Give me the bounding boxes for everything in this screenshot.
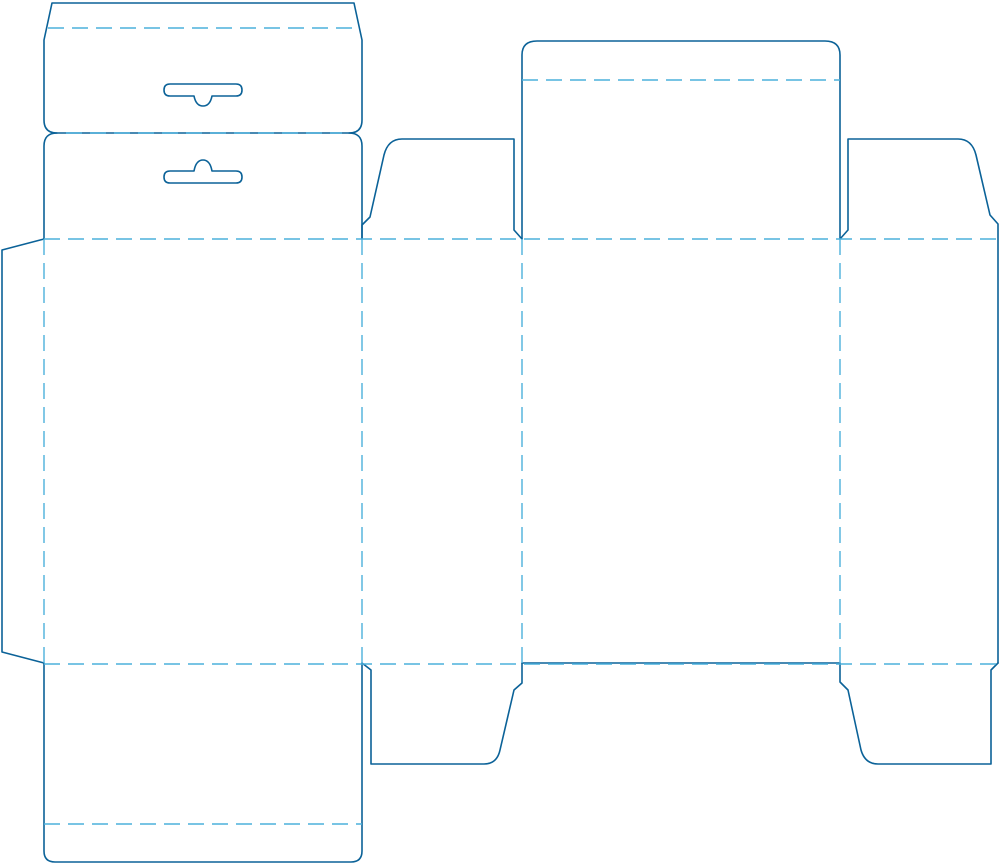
dust-flap-right-bottom bbox=[839, 662, 999, 765]
dust-flap-left-bottom bbox=[361, 662, 523, 765]
front-panel-column-outline bbox=[1, 132, 363, 863]
hang-tab-top-outline bbox=[43, 2, 363, 134]
back-panel-top-flap bbox=[521, 40, 841, 240]
dust-flap-right-top bbox=[839, 138, 999, 664]
dust-flap-left-top bbox=[361, 138, 523, 240]
fold-lines bbox=[43, 27, 998, 825]
hanger-slot-upper bbox=[163, 83, 243, 107]
hanger-slot-lower bbox=[163, 159, 243, 184]
